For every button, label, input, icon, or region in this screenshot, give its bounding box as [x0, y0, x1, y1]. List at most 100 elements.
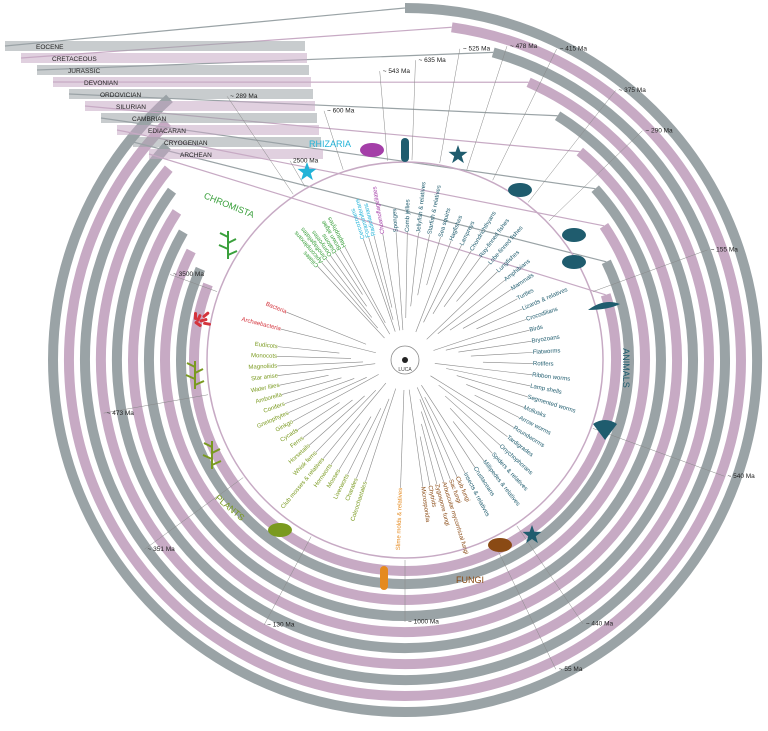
taxon-label: Monocots [251, 353, 277, 360]
branch [286, 312, 366, 344]
moss-icon [186, 361, 204, 389]
age-leader [412, 60, 415, 160]
branch [309, 396, 364, 445]
branch [326, 259, 372, 317]
taxon-label: Archaebacteria [241, 317, 282, 333]
age-label: 2500 Ma [293, 158, 319, 165]
group-label-animals: ANIMALS [621, 348, 631, 388]
period-label: CRYOGENIAN [164, 140, 208, 147]
taxon-label: Rotifers [533, 361, 554, 368]
branch [406, 232, 408, 318]
branch [483, 362, 533, 363]
age-label: ~ 351 Ma [147, 546, 175, 553]
branch [363, 239, 395, 332]
branch [278, 347, 340, 353]
tree-root: LUCA [391, 346, 419, 374]
taxon-label: Ribbon worms [532, 372, 571, 382]
branch [340, 250, 390, 334]
branch [446, 330, 530, 350]
band-leader [149, 154, 606, 295]
age-label: ~ 375 Ma [619, 87, 647, 94]
root-label: LUCA [398, 367, 412, 373]
period-label: CRETACEOUS [52, 56, 97, 63]
branch [427, 237, 441, 285]
age-label: ~ 600 Ma [327, 108, 355, 115]
age-label: ~ 130 Ma [267, 622, 295, 629]
sponge-icon [401, 138, 409, 162]
fish-icon [508, 183, 532, 197]
branch [424, 245, 462, 322]
taxon-label: Sponges [392, 208, 400, 232]
branch [348, 408, 381, 474]
age-label: ~ 540 Ma [727, 473, 755, 480]
branch [420, 399, 451, 479]
taxon-label: Chondrichthyans [469, 211, 497, 253]
taxon-label: Magnoliids [248, 364, 277, 371]
branch [401, 390, 404, 488]
branch [475, 395, 520, 418]
age-label: ~ 543 Ma [383, 68, 411, 75]
period-label: CAMBRIAN [132, 116, 167, 123]
bird-icon [588, 302, 620, 310]
branch [471, 352, 533, 356]
branch [444, 257, 481, 307]
branch [369, 237, 393, 319]
frog-icon [562, 228, 586, 242]
branch [411, 233, 419, 307]
time-band [149, 189, 661, 616]
branch [466, 384, 524, 407]
branch [477, 309, 523, 329]
branch [433, 251, 471, 314]
period-label: ARCHEAN [180, 152, 212, 159]
period-label: JURASSIC [68, 68, 100, 75]
fern-icon [219, 231, 237, 259]
age-label: ~ 3500 Ma [173, 271, 204, 278]
taxon-label: Water lilies [250, 383, 280, 395]
taxon-label: Lamp shells [530, 384, 563, 396]
period-label: EDIACARAN [148, 128, 186, 135]
band-leader [5, 8, 405, 46]
period-label: DEVONIAN [84, 80, 118, 87]
age-label: ~ 290 Ma [645, 127, 673, 134]
age-label: ~ 440 Ma [586, 620, 614, 627]
branch [417, 387, 457, 477]
branch [445, 396, 500, 445]
branch [281, 329, 376, 353]
age-label: ~ 478 Ma [510, 43, 538, 50]
radiolarian-icon [298, 162, 317, 180]
age-label: ~ 55 Ma [559, 666, 583, 673]
age-label: ~ 1000 Ma [408, 619, 439, 626]
root-dot [402, 357, 408, 363]
period-band [133, 137, 321, 147]
taxon-label: Eudicots [254, 342, 278, 350]
branch [288, 377, 366, 412]
branch [430, 376, 513, 428]
branch [457, 376, 528, 397]
taxon-label: Birds [529, 325, 544, 334]
branch [450, 289, 512, 330]
branch [331, 256, 367, 306]
age-label: ~ 525 Ma [463, 46, 491, 53]
taxon-label: Bacteria [265, 302, 288, 316]
group-label-chromista: CHROMISTA [203, 191, 256, 220]
taxon-label: Turtles [516, 288, 535, 302]
mushroom-icon [488, 538, 512, 552]
age-leader [467, 46, 507, 170]
age-leader [493, 49, 557, 180]
branch [418, 234, 430, 295]
period-label: SILURIAN [116, 104, 146, 111]
taxon-label: Comb jellies [405, 199, 412, 232]
branch [438, 280, 505, 334]
slime-mold-icon [380, 566, 388, 590]
age-label: ~ 289 Ma [230, 93, 258, 100]
age-label: ~ 415 Ma [560, 46, 588, 53]
taxon-label: Slime molds & relatives [396, 488, 404, 551]
age-label: ~ 635 Ma [418, 57, 446, 64]
taxon-label: Flatworms [533, 348, 561, 356]
group-label-rhizaria: RHIZARIA [309, 139, 351, 149]
branch [416, 241, 451, 332]
flagellate-icon [360, 143, 384, 157]
branch [277, 362, 363, 366]
period-label: EOCENE [36, 44, 64, 51]
